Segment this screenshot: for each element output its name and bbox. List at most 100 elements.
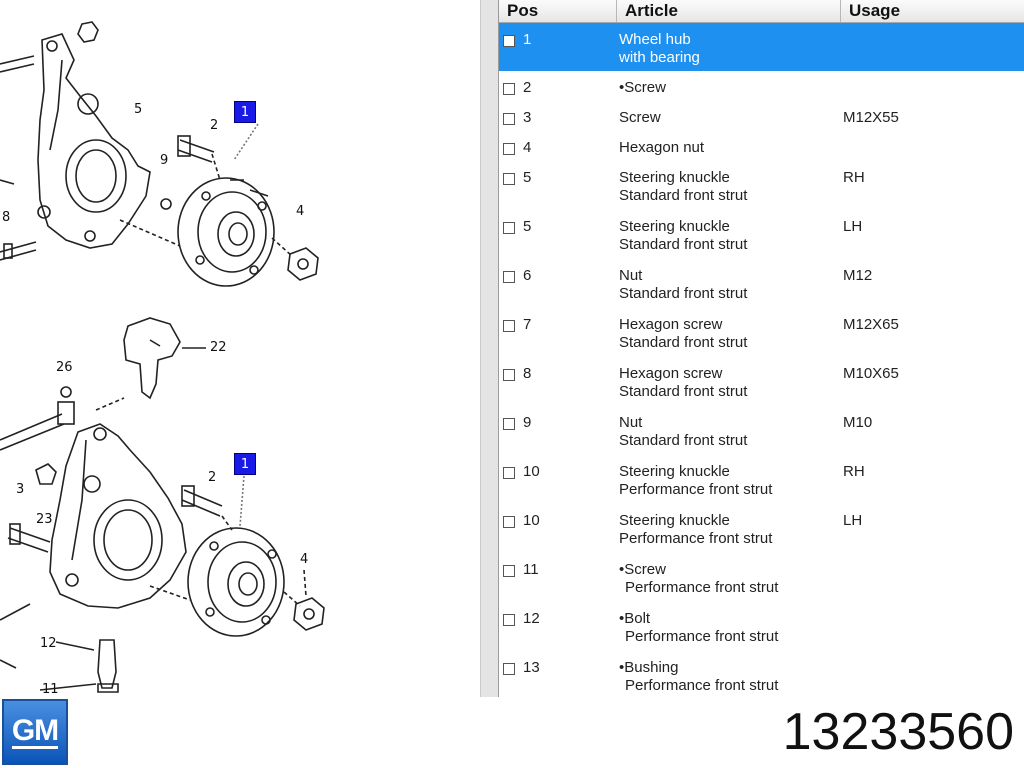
pos-number: 11	[523, 561, 539, 578]
usage-cell	[841, 23, 1024, 71]
pos-number: 5	[523, 218, 532, 235]
usage-cell	[841, 651, 1024, 697]
row-checkbox[interactable]	[503, 663, 515, 675]
row-checkbox[interactable]	[503, 516, 515, 528]
pos-number: 3	[523, 109, 532, 126]
callout-3: 3	[16, 482, 25, 497]
pos-number: 8	[523, 365, 532, 382]
parts-diagram-drawing	[0, 21, 325, 693]
article-name: Hexagon screw	[619, 365, 723, 382]
article-name: Nut	[619, 267, 643, 284]
usage-cell: LH	[843, 512, 863, 529]
pos-number: 10	[523, 463, 540, 480]
article-name: Steering knuckle	[619, 169, 730, 186]
row-checkbox[interactable]	[503, 565, 515, 577]
usage-cell	[841, 553, 1024, 602]
row-checkbox[interactable]	[503, 320, 515, 332]
table-row[interactable]: 13•Bushing Performance front strut	[499, 651, 1024, 697]
pos-number: 2	[523, 79, 532, 96]
row-checkbox[interactable]	[503, 143, 515, 155]
article-cell: Hexagon nut	[617, 131, 841, 161]
table-row[interactable]: 11•Screw Performance front strut	[499, 553, 1024, 602]
callout-9: 9	[160, 153, 169, 168]
pos-cell: 10	[499, 455, 617, 504]
gm-logo: GM	[2, 699, 68, 765]
pos-cell: 11	[499, 553, 617, 602]
article-detail: Performance front strut	[619, 481, 773, 498]
position-marker-1-top[interactable]: 1	[234, 101, 256, 123]
pos-cell: 9	[499, 406, 617, 455]
pos-number: 7	[523, 316, 532, 333]
table-header: Pos Article Usage	[499, 0, 1024, 23]
article-name: Steering knuckle	[619, 463, 730, 480]
pos-cell: 5	[499, 161, 617, 210]
article-name: Nut	[619, 414, 643, 431]
column-header-pos[interactable]: Pos	[499, 0, 617, 22]
usage-cell: M10	[843, 414, 873, 431]
usage-cell: LH	[843, 218, 863, 235]
article-cell: •Bolt Performance front strut	[617, 602, 841, 651]
pos-number: 9	[523, 414, 532, 431]
callout-22: 22	[210, 340, 227, 355]
pos-number: 12	[523, 610, 540, 627]
row-checkbox[interactable]	[503, 173, 515, 185]
row-checkbox[interactable]	[503, 222, 515, 234]
article-detail: Performance front strut	[619, 530, 773, 547]
article-name: •Bolt	[619, 610, 651, 627]
usage-cell	[841, 602, 1024, 651]
pos-cell: 5	[499, 210, 617, 259]
table-row[interactable]: 4 Hexagon nut	[499, 131, 1024, 161]
table-row[interactable]: 2 •Screw	[499, 71, 1024, 101]
pos-cell: 3	[499, 101, 617, 131]
row-checkbox[interactable]	[503, 113, 515, 125]
article-detail: with bearing	[619, 49, 700, 66]
position-marker-1-bottom[interactable]: 1	[234, 453, 256, 475]
splitter[interactable]	[480, 0, 499, 697]
usage-cell	[841, 71, 1024, 101]
pos-cell: 12	[499, 602, 617, 651]
callout-2: 2	[210, 118, 219, 133]
pos-cell: 7	[499, 308, 617, 357]
row-checkbox[interactable]	[503, 418, 515, 430]
callout-4: 4	[296, 204, 305, 219]
part-number: 13233560	[782, 703, 1014, 761]
pos-cell: 6	[499, 259, 617, 308]
row-checkbox[interactable]	[503, 271, 515, 283]
callout-2-bottom: 2	[208, 470, 217, 485]
row-checkbox[interactable]	[503, 467, 515, 479]
pos-cell: 4	[499, 131, 617, 161]
row-checkbox[interactable]	[503, 83, 515, 95]
parts-diagram: 5 2 9 4 8 1 22 26 3 2 23 4 12 11 1	[0, 0, 480, 700]
column-header-article[interactable]: Article	[617, 0, 841, 22]
table-row[interactable]: 12 •Bolt Performance front strut	[499, 602, 1024, 651]
article-name: Wheel hub	[619, 31, 691, 48]
pos-number: 6	[523, 267, 532, 284]
pos-number: 4	[523, 139, 532, 156]
article-detail: Standard front strut	[619, 334, 748, 351]
usage-cell	[841, 131, 1024, 161]
row-checkbox[interactable]	[503, 369, 515, 381]
column-header-usage[interactable]: Usage	[849, 1, 901, 20]
article-detail: Performance front strut	[625, 579, 779, 596]
callout-12: 12	[40, 636, 57, 651]
article-name: •Screw	[619, 79, 666, 96]
pos-cell: 13	[499, 651, 617, 697]
article-cell: •Screw	[617, 71, 841, 101]
row-checkbox[interactable]	[503, 35, 515, 47]
article-detail: Standard front strut	[619, 187, 748, 204]
row-checkbox[interactable]	[503, 614, 515, 626]
